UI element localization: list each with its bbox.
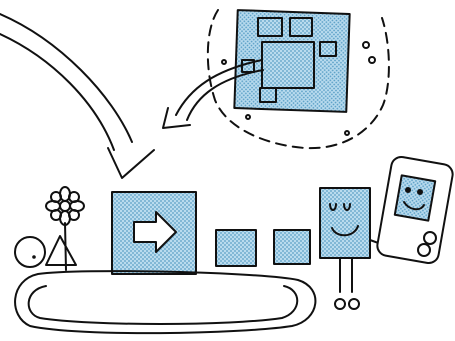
- small-blue-box: [274, 230, 310, 264]
- triangle-icon: [46, 236, 76, 265]
- small-blue-box: [216, 230, 256, 266]
- large-dotted-square-with-boxes: [234, 10, 349, 112]
- circle-icon: [15, 237, 45, 267]
- curved-arrow-from-left-icon: [0, 14, 154, 178]
- circle-dot: [33, 256, 35, 258]
- phone-with-face-icon: [376, 155, 454, 264]
- conveyor-belt: [15, 271, 315, 333]
- blue-box-with-arrow-icon: [112, 192, 196, 274]
- flower-icon: [46, 187, 84, 270]
